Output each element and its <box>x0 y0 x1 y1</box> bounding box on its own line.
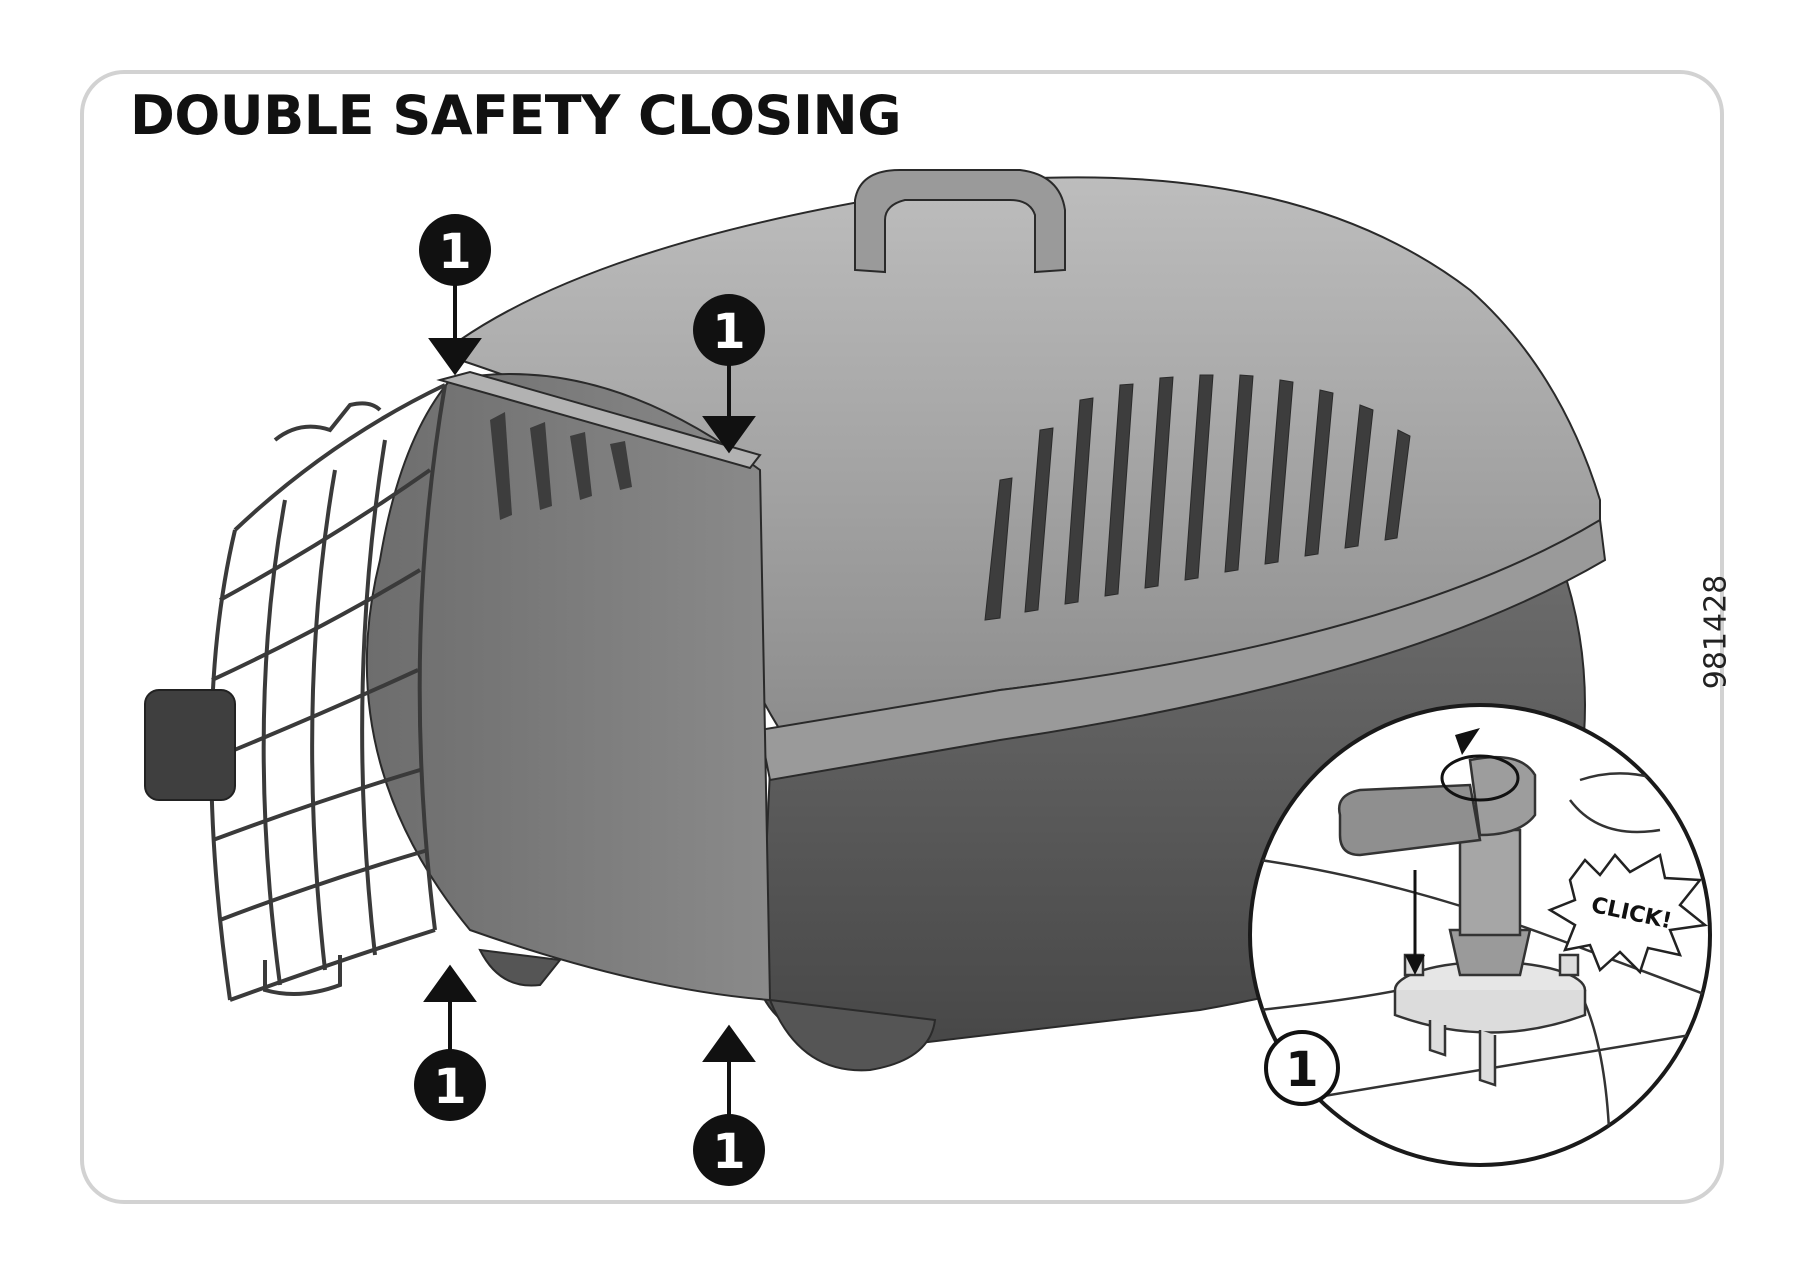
svg-text:1: 1 <box>712 304 745 360</box>
svg-text:1: 1 <box>712 1124 745 1180</box>
wire-door <box>209 383 447 1002</box>
callout-bottom-right: 1 <box>693 1114 765 1186</box>
svg-text:1: 1 <box>438 224 471 280</box>
callout-detail: 1 <box>1264 1030 1340 1106</box>
callout-arrows <box>423 270 756 1115</box>
callout-bottom-left: 1 <box>414 1049 486 1121</box>
diagram-title: DOUBLE SAFETY CLOSING <box>130 84 902 147</box>
latch-detail-inset: CLICK! 1 <box>1248 703 1712 1167</box>
callout-top-right: 1 <box>693 294 765 366</box>
svg-text:1: 1 <box>1285 1042 1318 1098</box>
callout-top-left: 1 <box>419 214 491 286</box>
svg-text:1: 1 <box>433 1059 466 1115</box>
door-latch <box>144 689 236 801</box>
click-burst <box>1547 853 1709 975</box>
